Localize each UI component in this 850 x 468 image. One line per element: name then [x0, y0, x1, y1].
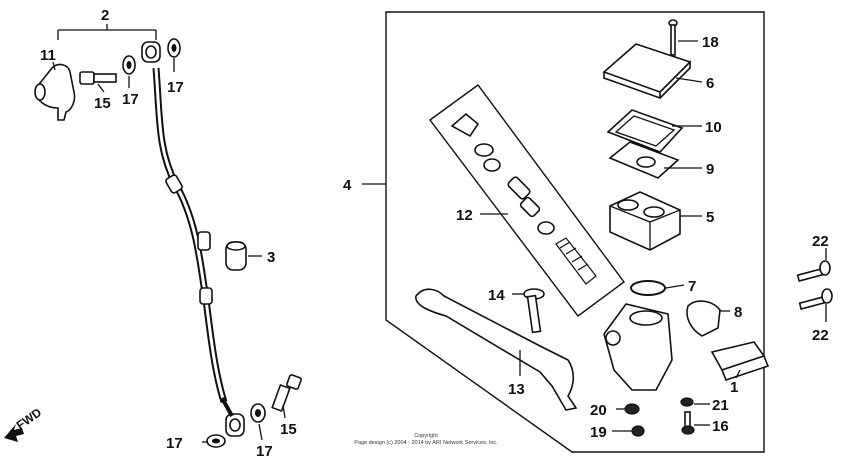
callout-13: 13	[508, 381, 525, 398]
cover-screw	[668, 19, 678, 56]
callout-5: 5	[706, 209, 714, 226]
sealing-washers	[122, 38, 266, 448]
assembly-frame	[385, 11, 765, 453]
callout-22-lower: 22	[812, 327, 829, 344]
pivot-bolt	[523, 288, 545, 334]
callout-20: 20	[590, 402, 607, 419]
callout-18: 18	[702, 34, 719, 51]
fwd-label: FWD	[14, 405, 45, 432]
brake-lever	[415, 288, 578, 411]
screw-16	[681, 411, 695, 435]
handlebar-clamp	[686, 300, 721, 337]
rubber-boot	[34, 63, 76, 121]
leader-lines	[52, 24, 827, 443]
fwd-arrow-icon	[4, 424, 24, 442]
callout-3: 3	[267, 249, 275, 266]
banjo-bolt-upper	[79, 71, 117, 85]
callout-17-upper-left: 17	[122, 91, 139, 108]
nut-19	[631, 425, 645, 437]
callout-22-upper: 22	[812, 233, 829, 250]
callout-8: 8	[734, 304, 742, 321]
hose-clamp	[225, 241, 247, 271]
callout-labels: 2 11 15 17 17 3 15 17 17 4 18 6 10 9 5 7…	[40, 7, 829, 460]
copyright-notice: Copyright Page design (c) 2004 - 2014 by…	[354, 433, 498, 446]
callout-17-lower-left: 17	[166, 435, 183, 452]
master-cylinder-body	[603, 303, 673, 391]
callout-15-lower: 15	[280, 421, 297, 438]
brake-hose	[141, 41, 245, 437]
callout-16: 16	[712, 418, 729, 435]
brake-light-switch	[710, 341, 770, 381]
washer-21	[680, 397, 694, 407]
piston-kit	[450, 112, 597, 285]
callout-6: 6	[706, 75, 714, 92]
diaphragm-plate	[606, 109, 684, 153]
callout-15-upper: 15	[94, 95, 111, 112]
holder-bolt-upper	[796, 260, 831, 282]
callout-17-lower-right: 17	[256, 443, 273, 460]
copyright-line-2: Page design (c) 2004 - 2014 by ARI Netwo…	[354, 440, 498, 446]
callout-12: 12	[456, 207, 473, 224]
callout-19: 19	[590, 424, 607, 441]
callout-11: 11	[40, 47, 56, 64]
callout-9: 9	[706, 161, 714, 178]
callout-21: 21	[712, 397, 729, 414]
reservoir-body	[609, 191, 681, 251]
piston-kit-box	[429, 84, 625, 317]
callout-2: 2	[101, 7, 109, 24]
callout-4: 4	[343, 177, 352, 194]
holder-bolt-lower	[798, 288, 833, 310]
copyright-line-1: Copyright	[414, 433, 438, 439]
reservoir-cover	[602, 43, 692, 100]
callout-1: 1	[730, 379, 738, 396]
callout-10: 10	[705, 119, 722, 136]
callout-14: 14	[488, 287, 505, 304]
o-ring	[630, 280, 666, 296]
callout-17-upper-right: 17	[167, 79, 184, 96]
callout-7: 7	[688, 278, 696, 295]
banjo-bolt-lower	[271, 374, 302, 413]
nut-20	[624, 403, 640, 415]
forward-direction-indicator: FWD	[4, 405, 44, 442]
